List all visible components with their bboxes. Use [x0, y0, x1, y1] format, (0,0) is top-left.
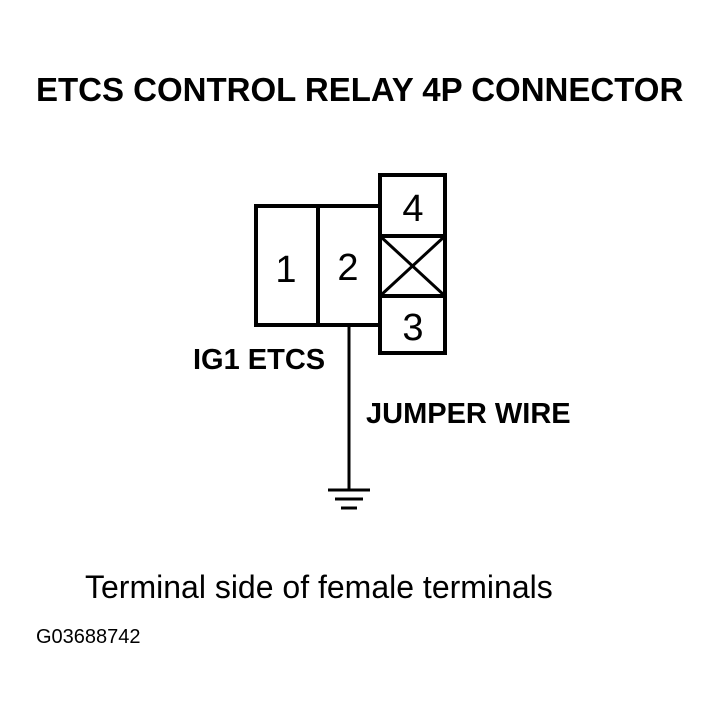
pin-3-label: 3	[402, 307, 423, 349]
cavity-3	[378, 294, 447, 355]
figure-id: G03688742	[36, 626, 141, 648]
wire-label: JUMPER WIRE	[366, 398, 571, 430]
blank-cavity-cross-b	[378, 234, 447, 298]
terminal-label: IG1 ETCS	[193, 344, 325, 376]
pin-4-label: 4	[402, 188, 423, 230]
pin-2-label: 2	[337, 247, 358, 289]
ground-symbol	[328, 488, 370, 510]
pin-1-label: 1	[275, 249, 296, 291]
diagram-title: ETCS CONTROL RELAY 4P CONNECTOR	[36, 71, 683, 108]
caption: Terminal side of female terminals	[85, 569, 553, 605]
